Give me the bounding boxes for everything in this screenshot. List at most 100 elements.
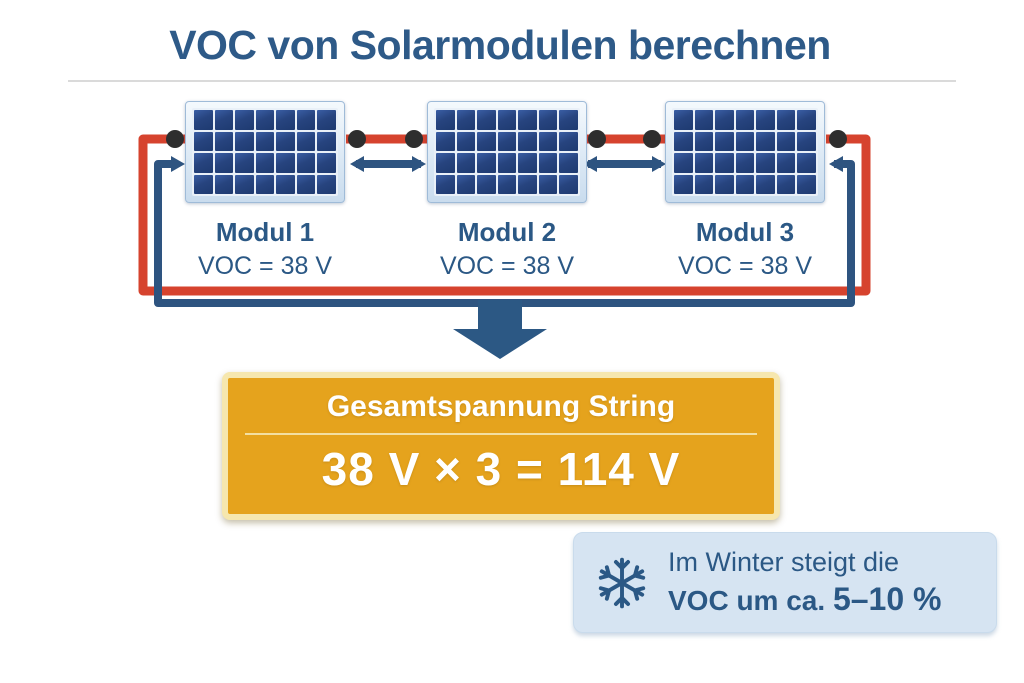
title-divider <box>68 80 956 82</box>
solar-cell <box>477 153 496 173</box>
winter-note: Im Winter steigt die VOC um ca. 5–10 % <box>573 532 997 633</box>
connector-dot <box>643 130 661 148</box>
solar-cell-grid <box>672 108 818 196</box>
solar-cell <box>518 174 537 194</box>
winter-note-line1: Im Winter steigt die <box>668 547 900 577</box>
solar-cell <box>797 110 816 130</box>
solar-cell <box>477 174 496 194</box>
solar-cell <box>776 131 796 151</box>
solar-cell <box>456 110 476 130</box>
solar-cell <box>296 131 316 151</box>
solar-cell <box>735 153 755 173</box>
solar-cell <box>797 153 816 173</box>
solar-cell <box>694 131 714 151</box>
solar-cell <box>715 174 734 194</box>
module-group-1: Modul 1 VOC = 38 V <box>145 101 385 281</box>
solar-cell <box>276 174 295 194</box>
solar-cell <box>235 110 254 130</box>
solar-cell <box>497 153 517 173</box>
solar-cell <box>214 153 234 173</box>
snowflake-arms <box>596 557 648 608</box>
solar-cell <box>255 131 275 151</box>
solar-cell <box>715 131 734 151</box>
solar-cell <box>194 174 213 194</box>
module-voc: VOC = 38 V <box>439 252 575 280</box>
solar-module-panel <box>427 101 587 203</box>
connector-dot <box>588 130 606 148</box>
connector-dot <box>829 130 847 148</box>
solar-cell <box>235 153 254 173</box>
winter-note-line2-prefix: VOC um ca. <box>668 585 826 616</box>
solar-cell <box>559 131 578 151</box>
solar-cell <box>674 174 693 194</box>
solar-cell <box>694 174 714 194</box>
solar-cell <box>735 110 755 130</box>
solar-cell <box>235 131 254 151</box>
solar-cell <box>559 153 578 173</box>
solar-cell <box>255 174 275 194</box>
solar-cell <box>756 153 775 173</box>
current-arrow-icon <box>171 156 185 172</box>
solar-cell <box>559 110 578 130</box>
solar-cell <box>674 131 693 151</box>
solar-cell <box>255 153 275 173</box>
solar-cell <box>776 153 796 173</box>
solar-cell <box>214 131 234 151</box>
solar-cell <box>477 131 496 151</box>
current-arrow-icon <box>350 156 364 172</box>
solar-cell <box>674 153 693 173</box>
solar-cell <box>538 131 558 151</box>
solar-cell <box>276 131 295 151</box>
current-arrow-icon <box>583 156 597 172</box>
solar-cell <box>255 110 275 130</box>
solar-cell <box>797 131 816 151</box>
solar-cell <box>436 153 455 173</box>
solar-cell <box>317 131 336 151</box>
connector-dot <box>348 130 366 148</box>
solar-cell <box>538 153 558 173</box>
result-box-divider <box>245 433 757 435</box>
current-arrow-icon <box>652 156 666 172</box>
solar-module-panel <box>665 101 825 203</box>
solar-cell <box>497 110 517 130</box>
solar-cell <box>456 131 476 151</box>
solar-cell <box>214 174 234 194</box>
solar-cell <box>756 131 775 151</box>
solar-cell <box>518 110 537 130</box>
winter-note-text: Im Winter steigt die VOC um ca. 5–10 % <box>668 547 941 618</box>
solar-cell <box>276 153 295 173</box>
solar-cell <box>518 131 537 151</box>
solar-cell <box>436 131 455 151</box>
solar-cell <box>296 153 316 173</box>
solar-cell <box>797 174 816 194</box>
winter-note-line2-value: 5–10 % <box>832 581 942 617</box>
solar-cell <box>776 174 796 194</box>
solar-cell <box>538 174 558 194</box>
solar-cell <box>715 110 734 130</box>
solar-cell <box>538 110 558 130</box>
solar-cell <box>674 110 693 130</box>
solar-cell <box>456 174 476 194</box>
module-group-3: Modul 3 VOC = 38 V <box>625 101 865 281</box>
red-wire <box>138 134 871 296</box>
module-name: Modul 1 <box>215 217 315 247</box>
result-box-title: Gesamtspannung String <box>326 390 676 423</box>
solar-cell <box>756 110 775 130</box>
solar-cell <box>694 110 714 130</box>
result-box: Gesamtspannung String 38 V × 3 = 114 V <box>222 372 780 520</box>
solar-cell <box>235 174 254 194</box>
solar-cell <box>756 174 775 194</box>
solar-cell <box>317 153 336 173</box>
module-group-2: Modul 2 VOC = 38 V <box>387 101 627 281</box>
solar-cell <box>214 110 234 130</box>
solar-cell <box>194 153 213 173</box>
solar-cell <box>194 131 213 151</box>
snowflake-icon <box>596 557 648 608</box>
solar-cell <box>296 174 316 194</box>
connector-dot <box>166 130 184 148</box>
page-title: VOC von Solarmodulen berechnen <box>169 22 831 68</box>
solar-cell <box>497 174 517 194</box>
solar-cell <box>518 153 537 173</box>
current-arrow-icon <box>829 156 843 172</box>
